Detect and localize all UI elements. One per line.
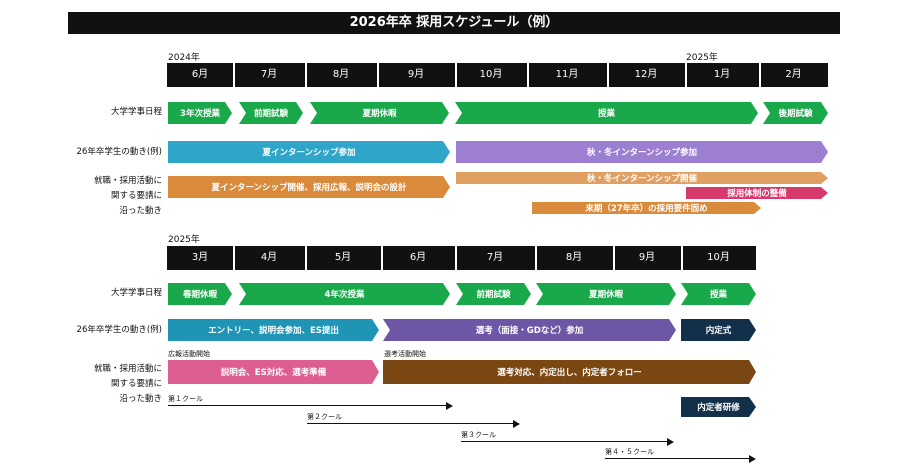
schedule-bar: 授業 — [681, 283, 756, 305]
row-label-company-line: 沿った動き — [119, 206, 162, 216]
month-divider — [613, 246, 615, 270]
row-label-academic: 大学学事日程 — [110, 107, 162, 117]
month-cell: 10月 — [479, 69, 503, 80]
month-cell: 11月 — [555, 69, 579, 80]
row-label-company-line: 関する要請に — [110, 191, 162, 201]
schedule-bar: 夏期休暇 — [310, 102, 449, 124]
month-divider — [381, 246, 383, 270]
cool-label: 第１クール — [168, 395, 203, 403]
month-divider — [377, 63, 379, 87]
arrow-head-icon — [513, 419, 520, 428]
schedule-bar: 3年次授業 — [168, 102, 232, 124]
cool-arrow-line — [168, 405, 446, 407]
row-label-company-line: 関する要請に — [110, 379, 162, 389]
row-label-academic: 大学学事日程 — [110, 288, 162, 298]
schedule-bar: 後期試験 — [763, 102, 828, 124]
month-cell: 3月 — [191, 252, 209, 263]
month-divider — [233, 246, 235, 270]
month-divider — [607, 63, 609, 87]
schedule-bar: 選考対応、内定出し、内定者フォロー — [383, 360, 756, 384]
month-header-bottom: 3月 4月 5月 6月 7月 8月 9月 10月 — [167, 246, 756, 270]
month-divider — [233, 63, 235, 87]
year-label-2025-bottom: 2025年 — [168, 235, 200, 245]
schedule-bar: 採用体制の整備 — [686, 187, 828, 199]
month-cell: 1月 — [713, 69, 731, 80]
schedule-bar: 夏期休暇 — [536, 283, 676, 305]
row-label-company: 就職・採用活動に 関する要請に 沿った動き — [94, 362, 162, 407]
month-cell: 10月 — [707, 252, 730, 263]
note-publicity-start: 広報活動開始 — [168, 350, 210, 358]
schedule-bar: 内定者研修 — [681, 397, 756, 417]
month-divider — [455, 63, 457, 87]
page-title: 2026年卒 採用スケジュール（例） — [68, 12, 840, 34]
cool-arrow-line — [461, 441, 667, 443]
year-label-2025: 2025年 — [686, 53, 718, 63]
month-cell: 4月 — [260, 252, 278, 263]
month-header-top: 6月 7月 8月 9月 10月 11月 12月 1月 2月 — [167, 63, 828, 87]
schedule-bar: 前期試験 — [239, 102, 303, 124]
cool-arrow-line — [307, 423, 513, 425]
row-label-company: 就職・採用活動に 関する要請に 沿った動き — [94, 174, 162, 219]
schedule-bar: 来期（27年卒）の採用要件固め — [532, 202, 761, 214]
month-divider — [685, 63, 687, 87]
month-divider — [455, 246, 457, 270]
schedule-bar: 授業 — [455, 102, 758, 124]
schedule-bar: 夏インターンシップ参加 — [168, 141, 450, 163]
row-label-company-line: 就職・採用活動に — [93, 176, 162, 186]
arrow-head-icon — [749, 454, 756, 463]
cool-label: 第２クール — [307, 413, 342, 421]
month-cell: 8月 — [332, 69, 350, 80]
month-cell: 12月 — [634, 69, 658, 80]
month-divider — [305, 63, 307, 87]
month-cell: 6月 — [409, 252, 427, 263]
month-divider — [535, 246, 537, 270]
cool-label: 第３クール — [461, 431, 496, 439]
arrow-head-icon — [667, 437, 674, 446]
schedule-bar: 説明会、ES対応、選考準備 — [168, 360, 379, 384]
year-label-2024: 2024年 — [168, 53, 200, 63]
month-divider — [759, 63, 761, 87]
month-cell: 8月 — [565, 252, 583, 263]
row-label-company-line: 沿った動き — [119, 394, 162, 404]
row-label-student: 26年卒学生の動き(例) — [76, 147, 162, 157]
schedule-bar: 春期休暇 — [168, 283, 232, 305]
arrow-head-icon — [446, 401, 453, 410]
schedule-bar: 4年次授業 — [239, 283, 450, 305]
schedule-bar: 夏インターンシップ開催、採用広報、説明会の設計 — [168, 176, 450, 198]
cool-arrow-line — [605, 458, 749, 460]
note-selection-start: 選考活動開始 — [384, 350, 426, 358]
schedule-bar: 秋・冬インターンシップ参加 — [456, 141, 828, 163]
schedule-bar: 前期試験 — [456, 283, 531, 305]
month-divider — [305, 246, 307, 270]
month-cell: 2月 — [785, 69, 802, 80]
schedule-bar: 内定式 — [681, 319, 756, 341]
row-label-company-line: 就職・採用活動に — [93, 364, 162, 374]
month-cell: 7月 — [486, 252, 504, 263]
month-divider — [527, 63, 529, 87]
month-cell: 9月 — [638, 252, 656, 263]
month-cell: 9月 — [407, 69, 425, 80]
schedule-bar: エントリー、説明会参加、ES提出 — [168, 319, 379, 341]
schedule-bar: 選考（面接・GDなど）参加 — [383, 319, 676, 341]
month-cell: 5月 — [334, 252, 352, 263]
month-cell: 6月 — [191, 69, 209, 80]
month-divider — [681, 246, 683, 270]
row-label-student: 26年卒学生の動き(例) — [76, 325, 162, 335]
schedule-bar: 秋・冬インターンシップ開催 — [456, 172, 828, 184]
month-cell: 7月 — [260, 69, 278, 80]
cool-label: 第４・５クール — [605, 448, 654, 456]
